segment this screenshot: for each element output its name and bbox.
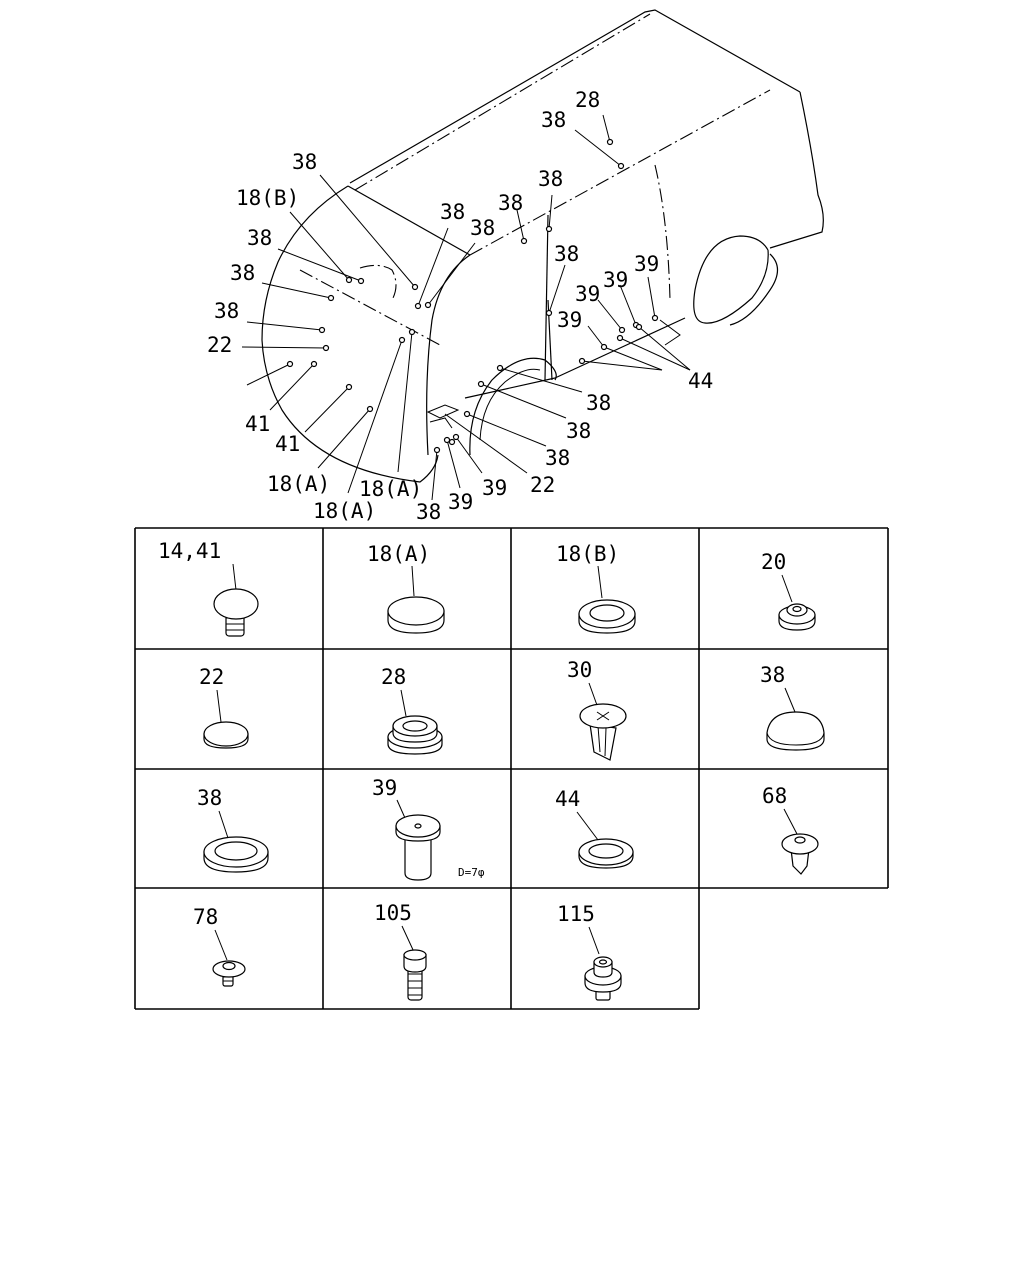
- push-clip-icon: [781, 833, 819, 875]
- part-cell: 18(B): [556, 542, 636, 634]
- part-cell: 30: [567, 658, 627, 761]
- flat-plug-icon: [387, 596, 445, 634]
- part-number: 38: [760, 663, 785, 687]
- ring-grommet-icon: [578, 599, 636, 634]
- callout-label: 18(A): [267, 472, 330, 496]
- callout-label: 38: [292, 150, 317, 174]
- dimension-note: D=7φ: [458, 866, 485, 879]
- callout-label: 39: [482, 476, 507, 500]
- button-clip-icon: [213, 588, 259, 637]
- callout-label: 38: [214, 299, 239, 323]
- callout-label: 38: [566, 419, 591, 443]
- part-cell: 115: [557, 902, 622, 1001]
- callout-label: 38: [586, 391, 611, 415]
- part-cell: 20: [761, 550, 816, 631]
- callout-label: 38: [554, 242, 579, 266]
- callout-label: 18(A): [359, 477, 422, 501]
- callout-label: 44: [688, 369, 713, 393]
- callout-label: 28: [575, 88, 600, 112]
- part-cell: 39 D=7φ: [372, 776, 485, 881]
- part-number: 39: [372, 776, 397, 800]
- part-cell: 14,41: [158, 539, 259, 637]
- callout-label: 38: [498, 191, 523, 215]
- callout-label: 22: [207, 333, 232, 357]
- small-nut-grommet-icon: [778, 603, 816, 631]
- small-plug-icon: [203, 721, 249, 749]
- callout-label: 39: [557, 308, 582, 332]
- callout-label: 38: [470, 216, 495, 240]
- callout-label: 18(B): [236, 186, 299, 210]
- dome-plug-icon: [766, 711, 825, 751]
- callout-label: 38: [541, 108, 566, 132]
- part-cell: 78: [193, 905, 246, 987]
- part-cell: 18(A): [367, 542, 445, 634]
- parts-table: 14,41 18(A) 18(B): [158, 539, 825, 1001]
- callout-labels: 28 38 38 18(B) 38 38 38 38 38 38 38 22 3…: [207, 88, 713, 524]
- screw-rivet-icon: [579, 703, 627, 761]
- part-number: 28: [381, 665, 406, 689]
- part-number: 115: [557, 902, 595, 926]
- part-cell: 105: [374, 901, 427, 1001]
- pin-plug-icon: [395, 814, 441, 881]
- callout-label: 38: [247, 226, 272, 250]
- part-number: 68: [762, 784, 787, 808]
- callout-label: 39: [448, 490, 473, 514]
- bolt-icon: [403, 949, 427, 1001]
- large-grommet-icon: [203, 836, 269, 873]
- callout-label: 22: [530, 473, 555, 497]
- callout-label: 38: [230, 261, 255, 285]
- flat-washer-icon: [578, 838, 634, 869]
- callout-label: 38: [545, 446, 570, 470]
- callout-label: 39: [603, 268, 628, 292]
- leader-lines: [241, 114, 691, 501]
- callout-label: 41: [275, 432, 300, 456]
- part-number: 18(A): [367, 542, 430, 566]
- callout-label: 38: [416, 500, 441, 524]
- part-cell: 28: [381, 665, 443, 755]
- callout-label: 39: [634, 252, 659, 276]
- vehicle-body-illustration: [261, 9, 824, 483]
- part-number: 30: [567, 658, 592, 682]
- part-number: 14,41: [158, 539, 221, 563]
- callout-label: 18(A): [313, 499, 376, 523]
- part-number: 22: [199, 665, 224, 689]
- part-number: 78: [193, 905, 218, 929]
- flange-screw-icon: [212, 960, 246, 987]
- part-cell: 68: [762, 784, 819, 875]
- part-cell: 38: [197, 786, 269, 873]
- callout-label: 38: [538, 167, 563, 191]
- part-cell: 44: [555, 787, 634, 869]
- part-number: 20: [761, 550, 786, 574]
- stud-nut-icon: [584, 956, 622, 1001]
- part-number: 38: [197, 786, 222, 810]
- part-number: 44: [555, 787, 580, 811]
- part-number: 18(B): [556, 542, 619, 566]
- part-cell: 22: [199, 665, 249, 749]
- double-grommet-icon: [387, 715, 443, 755]
- part-number: 105: [374, 901, 412, 925]
- callout-points: [286, 138, 659, 454]
- callout-label: 41: [245, 412, 270, 436]
- parts-table-grid: [134, 527, 889, 1010]
- callout-label: 38: [440, 200, 465, 224]
- callout-label: 39: [575, 282, 600, 306]
- part-cell: 38: [760, 663, 825, 751]
